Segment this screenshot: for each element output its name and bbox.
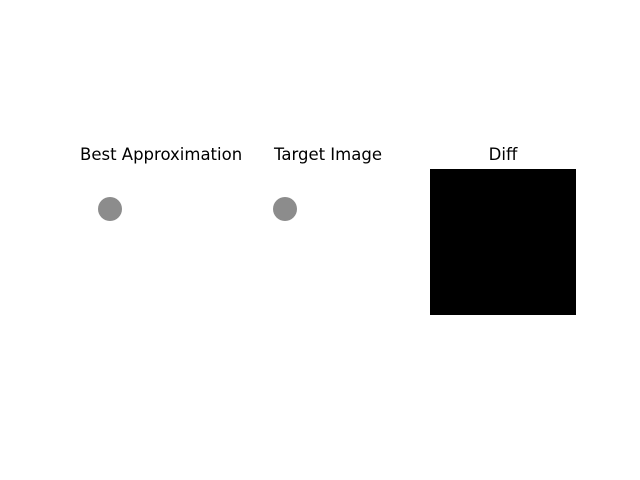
best-approximation-canvas	[80, 169, 226, 315]
target-image-title: Target Image	[274, 145, 382, 164]
best-approximation-title: Best Approximation	[80, 145, 243, 164]
target-image-canvas	[255, 169, 401, 315]
diff-canvas	[430, 169, 576, 315]
diff-title: Diff	[488, 145, 518, 164]
target-circle	[273, 197, 297, 221]
approximation-circle	[98, 197, 122, 221]
